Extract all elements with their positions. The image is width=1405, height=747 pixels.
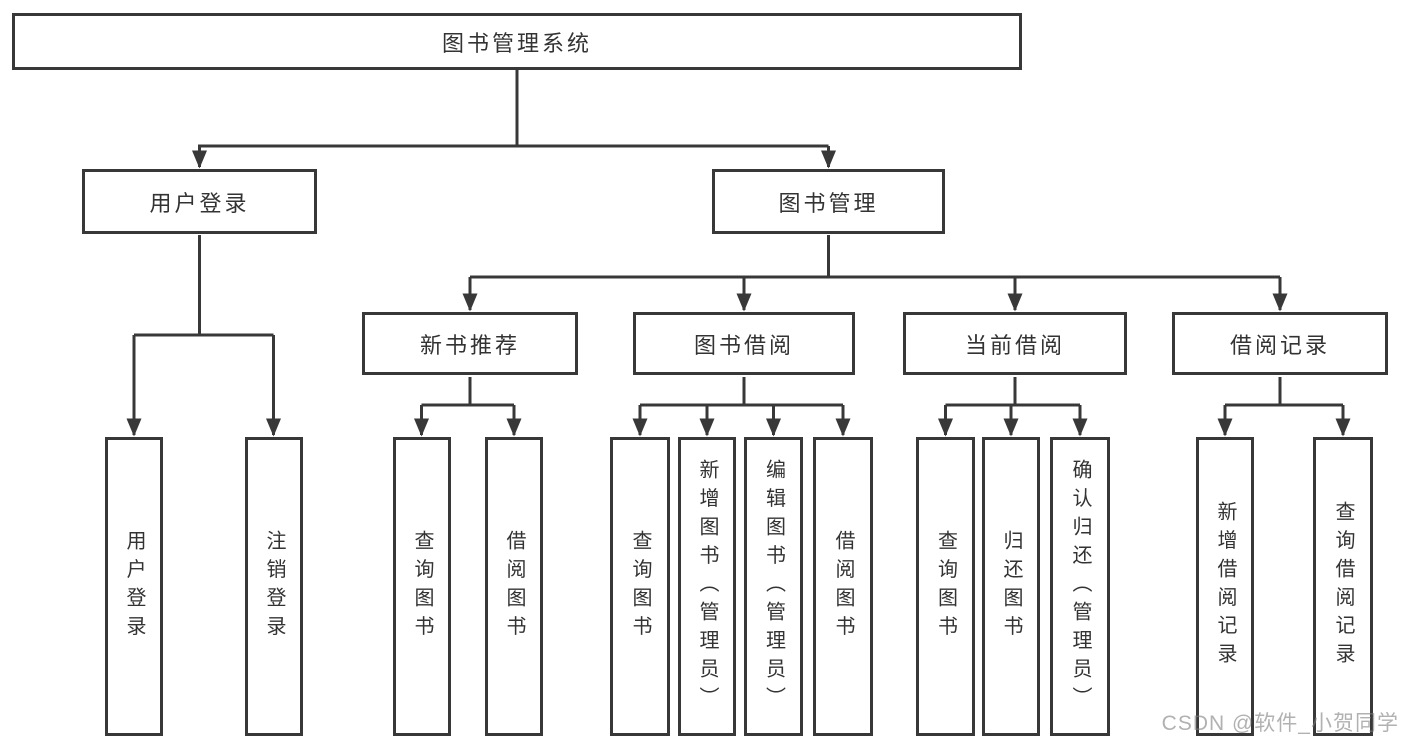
leaf-bb-borrow-books-label: 借阅图书 xyxy=(832,529,854,644)
node-new-book-recommend: 新书推荐 xyxy=(362,312,578,375)
leaf-nbr-query-books-label: 查询图书 xyxy=(411,529,433,644)
leaf-cb-query-books: 查询图书 xyxy=(916,437,975,736)
leaf-cb-return-books: 归还图书 xyxy=(982,437,1040,736)
node-book-management: 图书管理 xyxy=(712,169,945,234)
leaf-nbr-borrow-books-label: 借阅图书 xyxy=(503,529,525,644)
node-user-login: 用户登录 xyxy=(82,169,317,234)
leaf-bb-add-books-admin-label: 新增图书（管理员） xyxy=(696,458,718,715)
node-book-borrowing-label: 图书借阅 xyxy=(693,332,794,358)
node-root: 图书管理系统 xyxy=(12,13,1022,70)
node-user-login-label: 用户登录 xyxy=(149,190,250,216)
leaf-cb-query-books-label: 查询图书 xyxy=(934,529,957,644)
leaf-bb-add-books-admin: 新增图书（管理员） xyxy=(678,437,736,736)
node-current-borrowing: 当前借阅 xyxy=(903,312,1127,375)
node-book-management-label: 图书管理 xyxy=(778,190,879,216)
node-root-label: 图书管理系统 xyxy=(441,30,592,56)
leaf-logout-label: 注销登录 xyxy=(263,529,285,644)
node-borrow-records: 借阅记录 xyxy=(1172,312,1388,375)
node-book-borrowing: 图书借阅 xyxy=(633,312,855,375)
leaf-nbr-query-books: 查询图书 xyxy=(393,437,451,736)
leaf-br-add-record: 新增借阅记录 xyxy=(1196,437,1254,736)
leaf-bb-edit-books-admin: 编辑图书（管理员） xyxy=(744,437,803,736)
leaf-br-query-record-label: 查询借阅记录 xyxy=(1332,501,1354,672)
leaf-user-login-label: 用户登录 xyxy=(123,529,145,644)
leaf-user-login: 用户登录 xyxy=(105,437,163,736)
leaf-cb-return-books-label: 归还图书 xyxy=(1000,529,1022,644)
leaf-nbr-borrow-books: 借阅图书 xyxy=(485,437,543,736)
leaf-cb-confirm-return-admin: 确认归还（管理员） xyxy=(1050,437,1110,736)
csdn-watermark: CSDN @软件_小贺同学 xyxy=(1161,712,1399,735)
leaf-cb-confirm-return-admin-label: 确认归还（管理员） xyxy=(1069,458,1091,715)
leaf-bb-borrow-books: 借阅图书 xyxy=(813,437,873,736)
node-borrow-records-label: 借阅记录 xyxy=(1229,332,1330,358)
node-new-book-recommend-label: 新书推荐 xyxy=(419,332,520,358)
leaf-bb-query-books-label: 查询图书 xyxy=(629,529,651,644)
leaf-logout: 注销登录 xyxy=(245,437,303,736)
leaf-br-add-record-label: 新增借阅记录 xyxy=(1214,501,1236,672)
node-current-borrowing-label: 当前借阅 xyxy=(964,332,1065,358)
leaf-bb-query-books: 查询图书 xyxy=(610,437,670,736)
leaf-br-query-record: 查询借阅记录 xyxy=(1313,437,1373,736)
leaf-bb-edit-books-admin-label: 编辑图书（管理员） xyxy=(762,458,785,715)
